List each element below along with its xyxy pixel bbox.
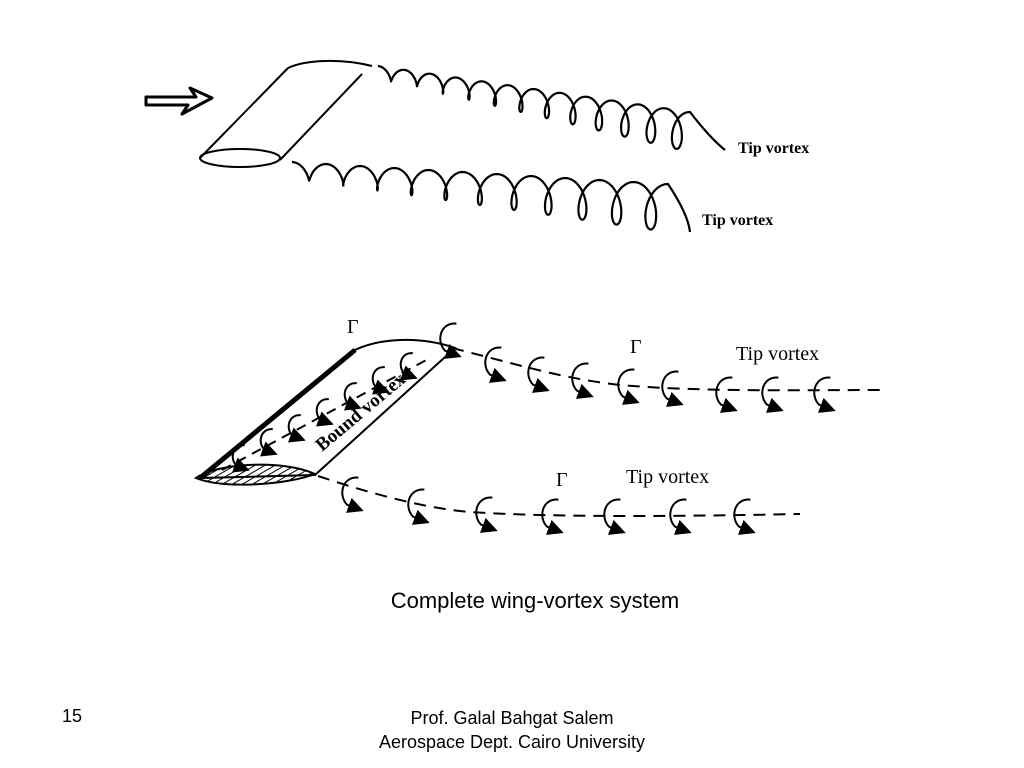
footer: Prof. Galal Bahgat Salem Aerospace Dept.… xyxy=(0,706,1024,754)
bound-swirl-arrow xyxy=(399,352,418,381)
lower-tip-vortex-label-2: Tip vortex xyxy=(626,466,709,488)
vortex-swirl-arrow xyxy=(407,488,430,525)
vortex-swirl-arrow xyxy=(475,496,498,533)
vortex-swirl-arrow xyxy=(527,356,550,393)
bottom-diagram: Bound vortex Γ Γ Γ Tip vortex Tip vortex xyxy=(193,316,881,535)
vortex-swirl-arrow xyxy=(603,498,626,535)
gamma-lower-label: Γ xyxy=(556,469,568,491)
vortex-swirl-arrow xyxy=(733,498,756,535)
footer-author: Prof. Galal Bahgat Salem xyxy=(410,708,614,728)
upper-tip-vortex-label-2: Tip vortex xyxy=(736,343,819,365)
upper-trailing-vortex-line xyxy=(451,347,881,392)
slide-number: 15 xyxy=(62,706,83,726)
vortex-swirl-arrow xyxy=(439,322,462,359)
vortex-swirl-arrow xyxy=(813,376,836,413)
bound-swirl-arrow xyxy=(343,382,362,411)
vortex-swirl-arrow xyxy=(571,362,594,399)
vortex-swirl-arrow xyxy=(715,376,738,413)
lower-tip-vortex-label: Tip vortex xyxy=(702,212,773,229)
vortex-swirl-arrow xyxy=(341,476,364,513)
figure-caption: Complete wing-vortex system xyxy=(390,588,680,613)
vortex-helix xyxy=(377,64,726,151)
freestream-arrow-icon xyxy=(144,86,214,116)
vortex-swirl-arrow xyxy=(484,346,507,383)
vortex-swirl-arrow xyxy=(661,370,684,407)
vortex-swirl-arrow xyxy=(541,498,564,535)
lower-tip-vortex xyxy=(291,160,692,233)
bound-swirl-arrow xyxy=(315,398,334,427)
bound-swirl-arrow xyxy=(231,444,250,473)
bound-vortex-label: Bound vortex xyxy=(312,369,410,456)
footer-department: Aerospace Dept. Cairo University xyxy=(378,732,646,752)
top-diagram: Tip vortex Tip vortex xyxy=(144,59,809,233)
bound-swirl-arrow xyxy=(287,414,306,443)
vortex-swirl-arrow xyxy=(761,376,784,413)
gamma-upper-label: Γ xyxy=(630,336,642,358)
gamma-left-label: Γ xyxy=(347,316,359,338)
vortex-helix xyxy=(291,160,692,233)
bound-swirl-arrow xyxy=(259,428,278,457)
vortex-swirl-arrow xyxy=(669,498,692,535)
upper-tip-vortex-label: Tip vortex xyxy=(738,140,809,157)
bound-swirl-arrow xyxy=(371,366,390,395)
upper-tip-vortex xyxy=(377,64,726,151)
vortex-swirl-arrow xyxy=(617,368,640,405)
wing-body xyxy=(199,59,373,168)
wing-with-bound-vortex: Bound vortex xyxy=(193,338,457,486)
lower-trailing-vortex-line xyxy=(317,475,801,517)
